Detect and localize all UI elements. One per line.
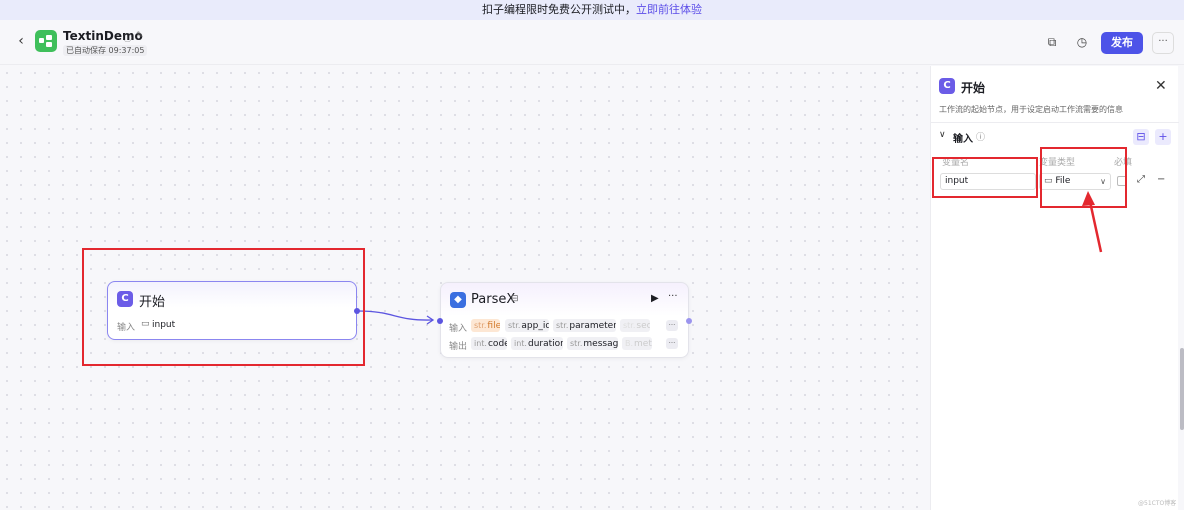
folder-icon: ▭ [1044, 176, 1056, 186]
info-icon[interactable]: ⓘ [123, 34, 133, 44]
workflow-canvas[interactable]: C 开始 输入 ▭ input ◆ ParseX ⊟ ▶ ··· 输入 str.… [0, 66, 930, 510]
output-chip-duration: int.duration [511, 337, 563, 350]
input-chip-file: str.file [471, 319, 500, 332]
highlight-box-start [82, 248, 365, 366]
panel-start-icon: C [939, 78, 955, 94]
input-section-title: 输入 [953, 134, 973, 145]
col-header-name: 变量名 [942, 158, 970, 168]
start-input-label: 输入 [117, 323, 136, 333]
parsex-node-icon: ◆ [450, 292, 466, 308]
variable-type-value: File [1055, 176, 1071, 186]
parsex-output-label: 输出 [449, 342, 468, 352]
start-input-var: input [152, 320, 176, 330]
panel-title: 开始 [961, 81, 986, 95]
input-chip-app-id: str.app_id [505, 319, 549, 332]
output-chip-message: str.message [567, 337, 618, 350]
promo-link[interactable]: 立即前往体验 [636, 3, 702, 16]
chevron-down-icon[interactable]: ∨ [939, 130, 946, 140]
panel-divider [931, 122, 1179, 123]
start-node-icon: C [117, 291, 133, 307]
parsex-input-port[interactable] [437, 318, 443, 324]
parsex-input-label: 输入 [449, 324, 468, 334]
top-bar: ‹ TextinDemo ⓘ ✎ 已自动保存 09:37:05 ⧉ ◷ 发布 ·… [0, 20, 1184, 65]
history-icon[interactable]: ◷ [1076, 35, 1088, 49]
run-icon[interactable]: ▶ [651, 293, 659, 304]
remove-variable-icon[interactable]: − [1157, 174, 1166, 185]
parsex-output-port[interactable] [686, 318, 692, 324]
edit-icon[interactable]: ✎ [136, 31, 144, 41]
close-icon[interactable]: ✕ [1155, 78, 1167, 94]
folder-icon: ▭ [141, 319, 150, 329]
col-header-type: 变量类型 [1039, 158, 1076, 168]
node-more-icon[interactable]: ··· [668, 291, 678, 302]
parsex-node[interactable]: ◆ ParseX ⊟ ▶ ··· 输入 str.file str.app_id … [437, 282, 692, 358]
info-icon[interactable]: ⓘ [976, 133, 986, 143]
output-chip-code: int.code [471, 337, 507, 350]
input-chip-secret: str.secr [620, 319, 650, 332]
plugin-badge-icon: ⊟ [511, 294, 519, 304]
promo-text: 扣子编程限时免费公开测试中， [482, 3, 636, 16]
parsex-node-title: ParseX [471, 292, 516, 307]
publish-button[interactable]: 发布 [1101, 32, 1143, 54]
promo-banner: 扣子编程限时免费公开测试中，立即前往体验 [0, 0, 1184, 20]
variable-type-select[interactable]: ▭ File ∨ [1039, 173, 1111, 190]
chevron-down-icon: ∨ [1100, 177, 1106, 186]
watermark: @51CTO博客 [1138, 500, 1177, 507]
highlight-box-type [1040, 147, 1127, 208]
variable-name-input[interactable]: input [940, 173, 1036, 190]
expand-icon[interactable]: ⤢ [1137, 174, 1145, 185]
edge-connector [357, 310, 435, 325]
app-name: TextinDemo [63, 29, 143, 43]
col-header-required: 必填 [1114, 158, 1133, 168]
more-button[interactable]: ··· [1152, 32, 1174, 54]
outputs-more-button[interactable]: ··· [666, 338, 678, 349]
import-icon[interactable]: ⊟ [1133, 129, 1149, 145]
inputs-more-button[interactable]: ··· [666, 320, 678, 331]
back-icon[interactable]: ‹ [18, 33, 24, 49]
start-output-port[interactable] [354, 308, 360, 314]
add-variable-button[interactable]: + [1155, 129, 1171, 145]
app-icon [35, 30, 57, 52]
node-config-panel: C 开始 ✕ 工作流的起始节点，用于设定启动工作流需要的信息 ∨ 输入 ⓘ ⊟ … [930, 66, 1179, 510]
highlight-box-name [932, 157, 1038, 198]
panel-scrollbar[interactable] [1180, 348, 1184, 430]
copy-icon[interactable]: ⧉ [1047, 35, 1057, 49]
start-node[interactable]: C 开始 输入 ▭ input [107, 281, 360, 340]
panel-description: 工作流的起始节点，用于设定启动工作流需要的信息 [939, 105, 1123, 114]
start-node-title: 开始 [139, 295, 166, 310]
autosave-status: 已自动保存 09:37:05 [63, 45, 148, 56]
output-chip-meta: B.met [622, 337, 652, 350]
